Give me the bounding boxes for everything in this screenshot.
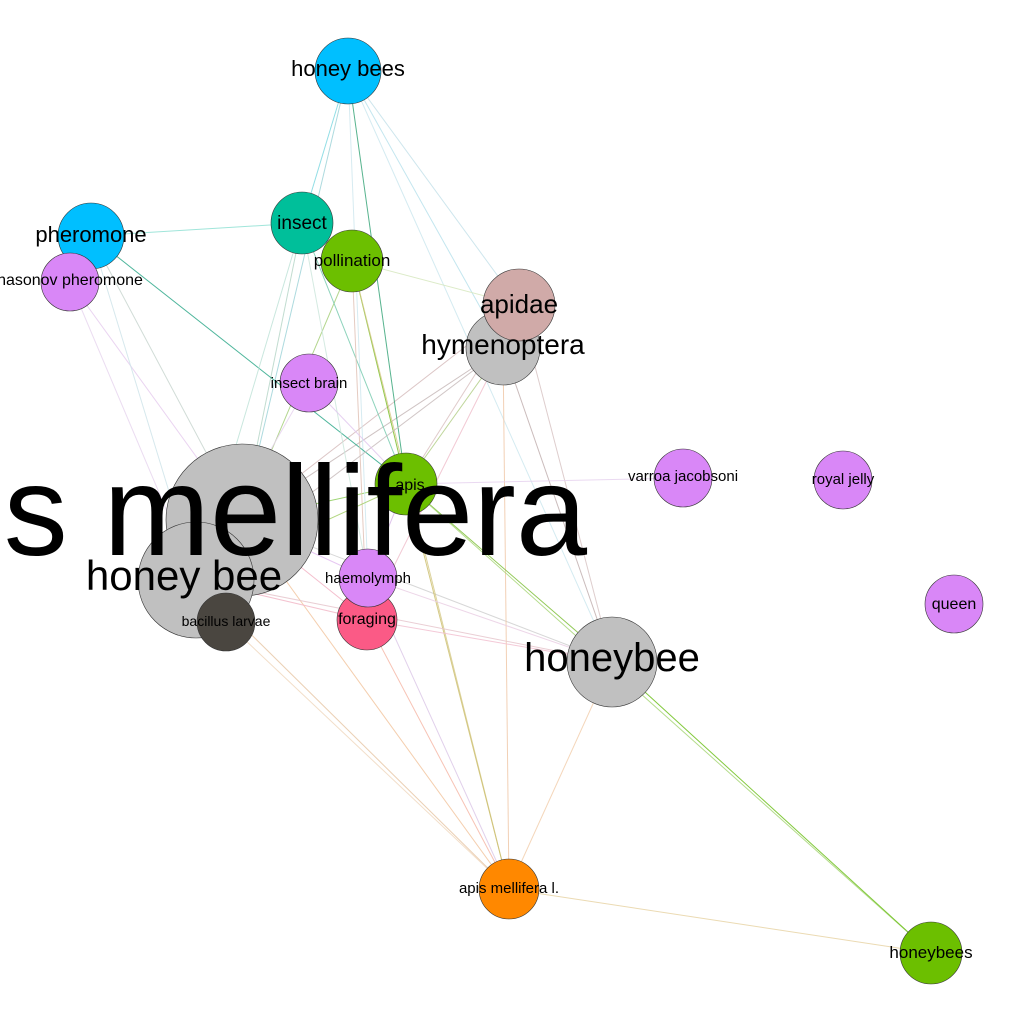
node-circle-honeybees[interactable] <box>899 921 963 985</box>
node-circle-apis-mellifera-l[interactable] <box>478 858 540 920</box>
edge-pheromone-insect <box>90 222 303 237</box>
node-circle-varroa-jacobsoni[interactable] <box>653 448 713 508</box>
edge-hymenoptera-honeybee <box>502 347 613 663</box>
node-label-bacillus-larvae: bacillus larvae <box>182 613 271 629</box>
node-royal-jelly[interactable] <box>813 450 873 510</box>
edge-insect-apis <box>301 222 407 485</box>
node-apis-mellifera-l[interactable] <box>478 858 540 920</box>
edge-apis-apis-mellifera-l <box>405 483 510 890</box>
edge-honey-bees-haemolymph <box>347 70 369 579</box>
node-label-queen: queen <box>932 596 977 613</box>
node-queen[interactable] <box>924 574 984 634</box>
node-circle-honeybee[interactable] <box>566 616 658 708</box>
node-apidae[interactable] <box>482 268 556 342</box>
node-honeybee[interactable] <box>566 616 658 708</box>
node-circle-honey-bees[interactable] <box>314 37 382 105</box>
node-varroa-jacobsoni[interactable] <box>653 448 713 508</box>
node-label-apis-mellifera: apis mellifera <box>0 440 588 583</box>
node-label-royal-jelly: royal jelly <box>812 471 875 488</box>
edge-foraging-apis-mellifera-l <box>366 619 510 890</box>
node-label-apis-mellifera-l: apis mellifera l. <box>459 880 559 897</box>
node-circle-haemolymph[interactable] <box>338 548 398 608</box>
edge-insect-haemolymph <box>301 222 369 579</box>
node-pollination[interactable] <box>320 229 384 293</box>
node-label-pheromone: pheromone <box>35 222 146 247</box>
node-label-pollination: pollination <box>314 251 391 270</box>
edge-apis-mellifera-l-honeybees <box>508 888 932 954</box>
node-circle-insect[interactable] <box>270 191 334 255</box>
node-label-apis: apis <box>395 477 424 494</box>
node-honeybees[interactable] <box>899 921 963 985</box>
node-label-honeybee: honeybee <box>524 636 700 680</box>
node-insect-brain[interactable] <box>279 353 339 413</box>
node-circle-apis[interactable] <box>374 452 438 516</box>
edge-apis-honeybee <box>405 483 613 663</box>
edge-bacillus-larvae-apis-mellifera-l <box>225 621 510 890</box>
edge-pheromone-apis <box>90 235 407 485</box>
node-insect[interactable] <box>270 191 334 255</box>
node-circle-apidae[interactable] <box>482 268 556 342</box>
edge-honeybee-honeybees <box>611 661 932 954</box>
node-apis[interactable] <box>374 452 438 516</box>
node-label-haemolymph: haemolymph <box>325 570 411 587</box>
node-circle-pollination[interactable] <box>320 229 384 293</box>
node-circle-queen[interactable] <box>924 574 984 634</box>
node-circle-royal-jelly[interactable] <box>813 450 873 510</box>
edge-apis-honeybees <box>405 483 932 954</box>
node-label-nasonov-pheromone: nasonov pheromone <box>0 272 143 289</box>
node-label-hymenoptera: hymenoptera <box>421 329 585 360</box>
edge-honey-bees-hymenoptera <box>347 70 504 349</box>
node-layer <box>40 37 984 985</box>
node-label-varroa-jacobsoni: varroa jacobsoni <box>628 468 738 485</box>
node-label-foraging: foraging <box>338 611 396 628</box>
node-label-honey-bees: honey bees <box>291 56 405 81</box>
node-label-apidae: apidae <box>480 289 558 319</box>
node-nasonov-pheromone[interactable] <box>40 252 100 312</box>
edge-hymenoptera-apis-mellifera-l <box>502 347 510 890</box>
node-circle-bacillus-larvae[interactable] <box>196 592 256 652</box>
edge-apis-varroa-jacobsoni <box>405 477 684 485</box>
node-circle-nasonov-pheromone[interactable] <box>40 252 100 312</box>
edge-apis-mellifera-honey-bees <box>241 70 349 521</box>
node-honey-bees[interactable] <box>314 37 382 105</box>
edge-honey-bees-apidae <box>347 70 520 306</box>
edge-honeybee-honey-bee <box>195 579 613 663</box>
node-circle-insect-brain[interactable] <box>279 353 339 413</box>
node-label-insect: insect <box>277 213 327 234</box>
node-haemolymph[interactable] <box>338 548 398 608</box>
node-bacillus-larvae[interactable] <box>196 592 256 652</box>
node-label-insect-brain: insect brain <box>271 375 348 392</box>
node-label-honeybees: honeybees <box>889 943 972 962</box>
node-label-honey-bee: honey bee <box>86 552 282 599</box>
